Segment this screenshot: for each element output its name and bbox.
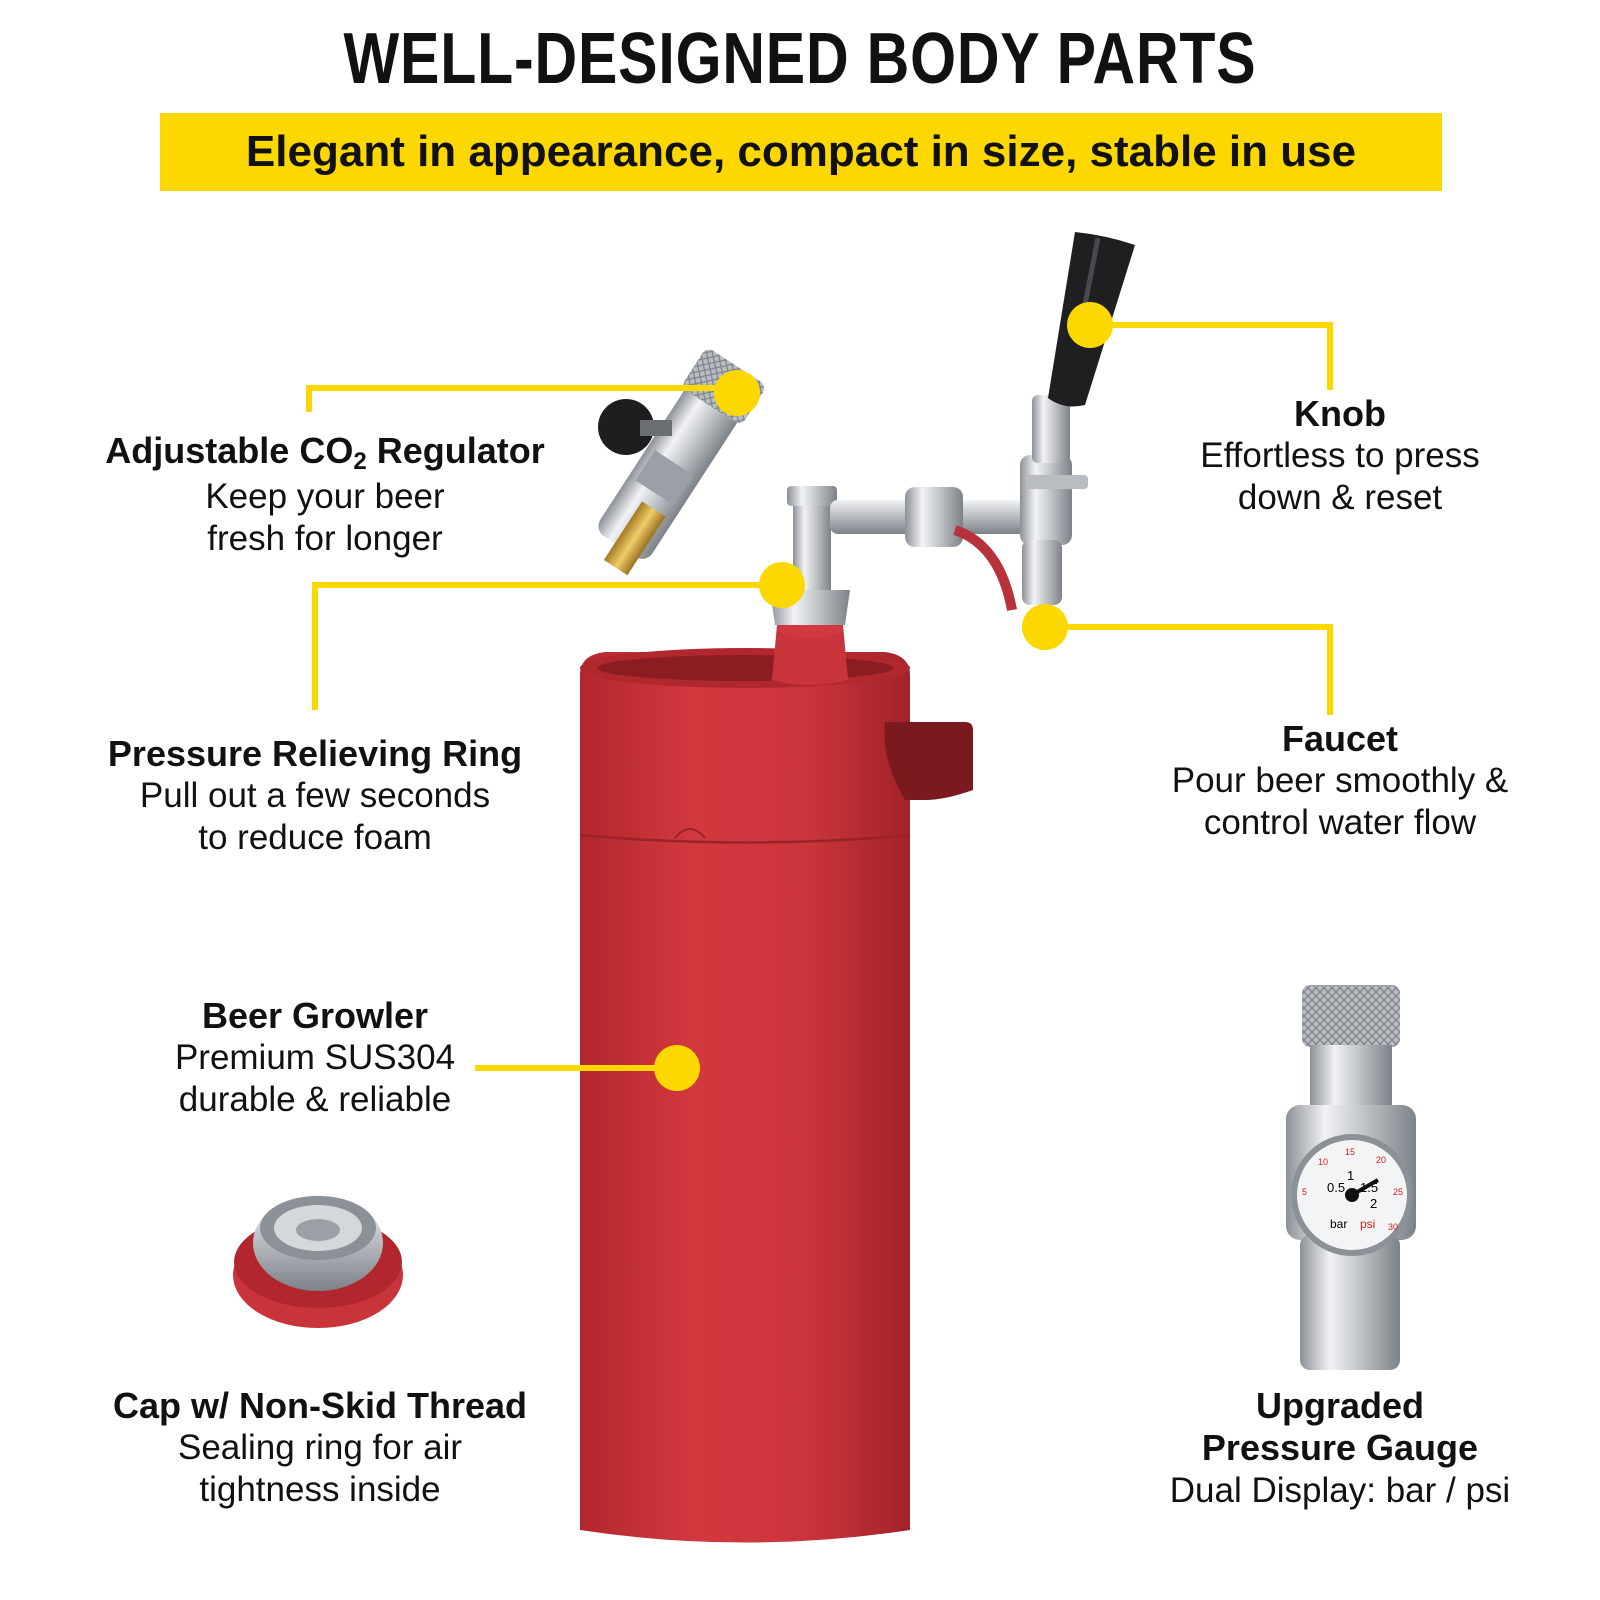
callout-knob: Knob Effortless to press down & reset [1160, 393, 1520, 518]
bar-tick: 1 [1347, 1168, 1354, 1183]
callout-ring-desc-1: Pull out a few seconds [139, 776, 491, 816]
callout-cap: Cap w/ Non-Skid Thread Sealing ring for … [80, 1385, 560, 1510]
callout-faucet-desc-1: Pour beer smoothly & [1171, 761, 1509, 801]
callout-knob-title: Knob [1294, 393, 1386, 434]
callout-cap-title: Cap w/ Non-Skid Thread [112, 1385, 528, 1426]
callout-dot-faucet [1022, 604, 1068, 650]
bar-tick: 0.5 [1327, 1180, 1345, 1195]
callout-faucet: Faucet Pour beer smoothly & control wate… [1140, 718, 1540, 843]
callout-gauge-title-1: Upgraded [1255, 1385, 1424, 1426]
callout-dot-growler [654, 1045, 700, 1091]
psi-tick: 30 [1388, 1222, 1398, 1232]
callout-dot-knob [1067, 302, 1113, 348]
callout-dot-ring [759, 562, 805, 608]
callout-faucet-desc-2: control water flow [1203, 802, 1477, 842]
bar-tick: 2 [1370, 1196, 1377, 1211]
callout-regulator-desc-2: fresh for longer [207, 518, 443, 558]
callout-faucet-title: Faucet [1281, 718, 1399, 759]
callout-growler: Beer Growler Premium SUS304 durable & re… [145, 995, 485, 1120]
callout-ring: Pressure Relieving Ring Pull out a few s… [80, 733, 550, 858]
callout-regulator-title: Adjustable CO2 Regulator [105, 430, 545, 475]
gauge-unit-bar: bar [1330, 1217, 1347, 1231]
beer-growler-keg [579, 618, 973, 1543]
psi-tick: 20 [1376, 1155, 1386, 1165]
gauge-dial: 0.5 1 1.5 2 5 10 15 20 25 30 bar psi [1302, 1147, 1403, 1232]
callout-regulator: Adjustable CO2 Regulator Keep your beer … [80, 430, 570, 559]
callout-line-faucet [1045, 624, 1333, 715]
callout-growler-desc-1: Premium SUS304 [174, 1038, 456, 1078]
pressure-gauge-illustration: 0.5 1 1.5 2 5 10 15 20 25 30 bar psi [1286, 985, 1416, 1370]
callout-line-regulator [306, 385, 735, 412]
callout-dot-regulator [714, 370, 760, 416]
psi-tick: 10 [1318, 1157, 1328, 1167]
faucet [1020, 395, 1088, 605]
callout-cap-desc-1: Sealing ring for air [177, 1428, 463, 1468]
callout-ring-desc-2: to reduce foam [198, 817, 432, 857]
subtitle-text: Elegant in appearance, compact in size, … [245, 127, 1357, 176]
callout-gauge: Upgraded Pressure Gauge Dual Display: ba… [1140, 1385, 1540, 1511]
callout-cap-desc-2: tightness inside [199, 1469, 441, 1509]
callout-ring-title: Pressure Relieving Ring [107, 733, 523, 774]
gauge-unit-psi: psi [1360, 1217, 1375, 1231]
callout-gauge-desc-1: Dual Display: bar / psi [1169, 1470, 1511, 1510]
psi-tick: 5 [1302, 1187, 1307, 1197]
psi-tick: 15 [1345, 1147, 1355, 1157]
callout-regulator-desc-1: Keep your beer [205, 477, 445, 517]
callout-knob-desc-1: Effortless to press [1200, 436, 1480, 476]
callout-growler-desc-2: durable & reliable [178, 1079, 452, 1119]
coupler-head [770, 486, 1030, 625]
callout-knob-desc-2: down & reset [1237, 477, 1443, 517]
subtitle-banner: Elegant in appearance, compact in size, … [160, 113, 1442, 191]
callout-gauge-title-2: Pressure Gauge [1201, 1427, 1479, 1469]
callout-growler-title: Beer Growler [201, 995, 429, 1036]
psi-tick: 25 [1393, 1187, 1403, 1197]
co2-regulator [598, 349, 765, 576]
callout-line-knob [1092, 322, 1333, 390]
callout-line-ring [312, 582, 780, 710]
page-title: WELL-DESIGNED BODY PARTS [343, 19, 1257, 99]
cap-illustration [233, 1195, 403, 1328]
